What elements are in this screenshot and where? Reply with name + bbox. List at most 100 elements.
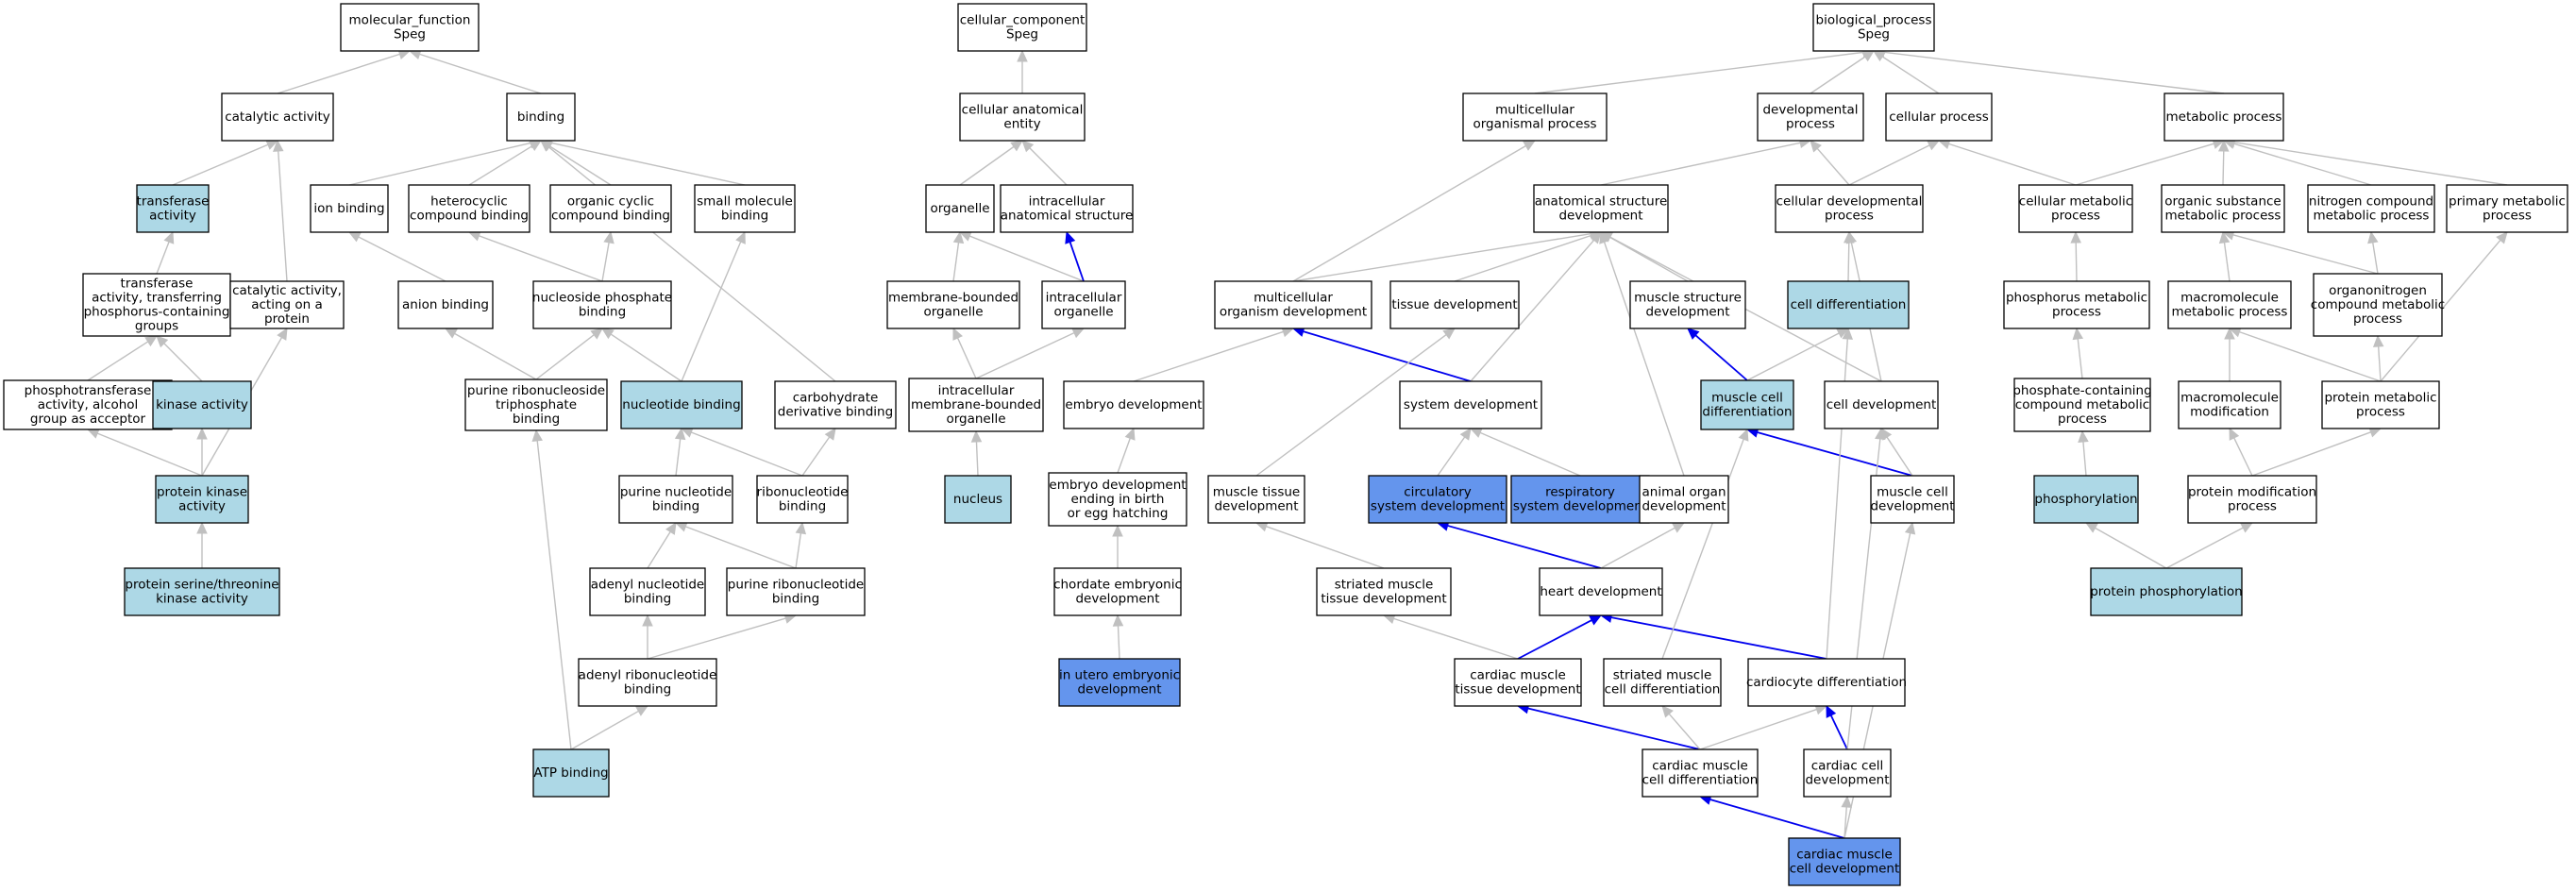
node-label-line: biological_process [1816,13,1932,28]
node-label-line: membrane-bounded [888,291,1019,306]
go-term-node[interactable]: embryo development [1063,380,1204,429]
go-term-node[interactable]: system development [1399,380,1542,429]
edge-pstka-to-pka [196,521,208,568]
edge-ccd-to-cardiod [1826,704,1848,750]
node-box [886,280,1020,329]
go-term-node[interactable]: heart development [1539,567,1663,616]
node-label-line: development [1642,499,1726,514]
go-term-node[interactable]: protein phosphorylation [2090,567,2243,616]
node-label-line: circulatory [1404,485,1472,500]
go-term-node[interactable]: anion binding [397,280,494,329]
node-label-line: organism development [1220,305,1367,320]
go-term-node[interactable]: ATP binding [532,748,610,798]
go-term-node[interactable]: phosphorylation [2033,475,2139,524]
node-box [2003,280,2150,329]
go-term-node[interactable]: nucleus [944,475,1012,524]
go-term-node[interactable]: cardiocyte differentiation [1746,658,1907,707]
edge-transf-to-catact [172,140,279,186]
go-term-node[interactable]: organelle [925,184,995,233]
go-term-node[interactable]: cell development [1824,380,1939,429]
go-term-node[interactable]: metabolic process [2164,92,2284,142]
node-label-line: nucleoside phosphate [532,291,672,306]
go-term-node[interactable]: nucleotide binding [620,380,743,429]
node-label-line: intracellular [1029,194,1105,210]
node-label-line: phosphotransferase [25,383,152,398]
go-term-node[interactable]: cellular process [1885,92,1993,142]
node-label-line: group as acceptor [30,412,146,427]
go-term-node[interactable]: cell differentiation [1787,280,1910,329]
node-box [1000,184,1134,233]
edge-prnb-to-purnb [674,521,797,569]
node-box [756,475,849,524]
node-label-line: nitrogen compound [2309,194,2433,210]
go-term-node[interactable]: ion binding [310,184,389,233]
go-term-node[interactable]: catalytic activity [221,92,334,142]
node-box [2187,475,2317,524]
go-term-node[interactable]: tissue development [1389,280,1520,329]
node-label-line: derivative binding [778,405,893,420]
go-term-node[interactable]: binding [506,92,576,142]
node-label-line: activity [149,209,196,224]
node-label-line: binding [721,209,768,224]
go-term-node[interactable]: kinase activity [152,380,252,429]
